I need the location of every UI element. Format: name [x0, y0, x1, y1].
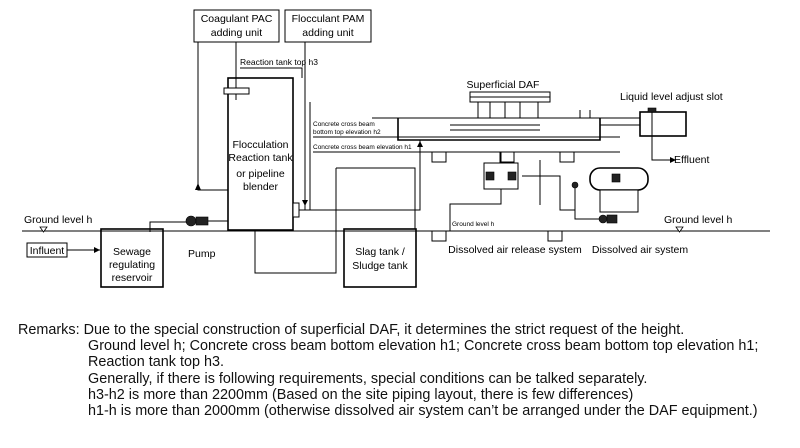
coagulant-label-2: adding unit: [211, 27, 262, 39]
ground-marker-left: [39, 226, 48, 233]
air-tank-support: [599, 189, 639, 213]
beam-h2-label-2: bottom top elevation h2: [313, 129, 381, 136]
remarks-line: Ground level h; Concrete cross beam bott…: [88, 338, 759, 371]
reservoir-label-3: reservoir: [112, 272, 153, 284]
flocculant-arrow: [302, 200, 308, 206]
coagulant-branch-line: [197, 42, 228, 191]
liquid-level-slot: [639, 111, 687, 137]
reaction-inlet-fitting: [223, 87, 250, 95]
flocculant-box: [284, 9, 372, 43]
remarks-first-line: Remarks: Due to the special construction…: [18, 322, 685, 338]
pier-right: [559, 151, 575, 163]
remarks-body: Ground level h; Concrete cross beam bott…: [88, 338, 778, 419]
sludge-return-line: [254, 168, 337, 274]
reaction-label-3: or pipeline: [236, 168, 285, 180]
reaction-top-label: Reaction tank top h3: [240, 57, 318, 67]
reservoir-label-1: Sewage: [113, 246, 151, 258]
slag-label-1: Slag tank /: [355, 246, 405, 258]
reaction-top-leader: [240, 67, 303, 78]
air-pump: [598, 214, 608, 224]
release-pit: [431, 230, 447, 242]
reservoir-box: [100, 228, 164, 288]
flocculant-label-1: Flocculant PAM: [292, 13, 365, 25]
ground-mid-label: Ground level h: [452, 221, 495, 228]
beam-h2-label-1: Concrete cross beam: [313, 121, 375, 128]
influent-arrow: [94, 247, 100, 253]
ground-right-label: Ground level h: [664, 214, 732, 226]
effluent-label: Effluent: [674, 154, 709, 166]
daf-feed-line: [299, 140, 421, 211]
remarks-line: h1-h is more than 2000mm (otherwise diss…: [88, 403, 758, 419]
ground-left-label: Ground level h: [24, 214, 92, 226]
slag-feed-line: [336, 167, 416, 229]
pump-label: Pump: [188, 248, 216, 260]
reaction-label-1: Flocculation: [232, 139, 288, 151]
influent-label: Influent: [30, 245, 65, 257]
air-system-label: Dissolved air system: [592, 244, 689, 256]
pier-left: [431, 151, 447, 163]
reaction-tank: [227, 77, 294, 231]
daf-label: Superficial DAF: [467, 79, 540, 91]
slag-label-2: Sludge tank: [352, 260, 408, 272]
pump-suction-line: [149, 221, 186, 232]
beam-h1-label: Concrete cross beam elevation h1: [313, 144, 412, 151]
remarks-line: h3-h2 is more than 2200mm (Based on the …: [88, 386, 634, 403]
pump-body: [185, 215, 197, 227]
release-label: Dissolved air release system: [448, 244, 582, 256]
liquid-level-label: Liquid level adjust slot: [620, 91, 723, 103]
remarks-line: Generally, if there is following require…: [88, 370, 648, 387]
flocculant-dosing-line: [302, 42, 306, 211]
daf-tank-outline: [397, 118, 601, 141]
coagulant-label-1: Coagulant PAC: [201, 13, 273, 25]
reservoir-label-2: regulating: [109, 259, 155, 271]
reaction-outlet-flange: [292, 202, 300, 218]
coagulant-arrow: [195, 183, 201, 190]
daf-process-diagram: Coagulant PAC adding unit Flocculant PAM…: [22, 9, 770, 288]
slag-tank: [343, 228, 417, 288]
reaction-label-4: blender: [243, 181, 279, 193]
pier-mid: [499, 151, 515, 163]
flocculant-label-2: adding unit: [302, 27, 353, 39]
ground-marker-right: [675, 226, 684, 233]
reaction-label-2: Reaction tank: [228, 152, 293, 164]
effluent-line: [651, 136, 676, 161]
coagulant-box: [193, 9, 280, 43]
